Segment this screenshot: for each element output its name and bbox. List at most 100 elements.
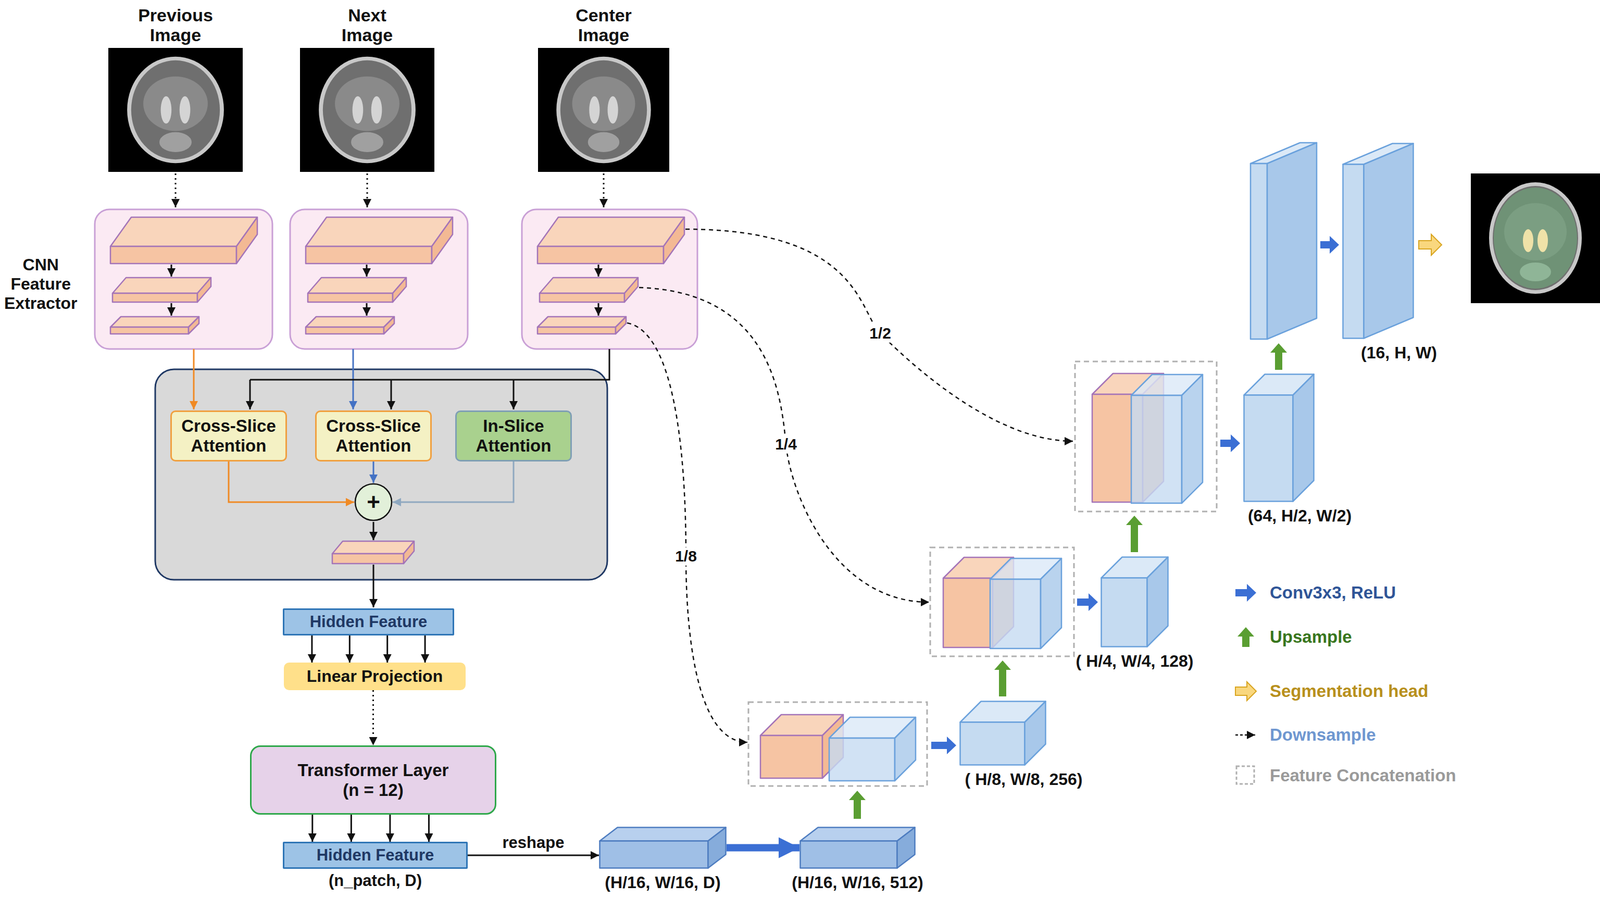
- flow-arrow: [597, 303, 600, 316]
- brain-scan: [371, 96, 383, 124]
- flow-arrow: [372, 564, 375, 608]
- output-image: [1492, 185, 1579, 291]
- feature-slab: [112, 277, 211, 303]
- dimension-label: (n_patch, D): [328, 871, 422, 891]
- sum-circle: +: [354, 482, 393, 522]
- flow-arrow: [170, 303, 173, 316]
- flow-arrow: [171, 173, 610, 608]
- attention-box: Cross-Slice Attention: [315, 410, 432, 462]
- connector-arrow: [372, 690, 374, 746]
- feature-bar: Hidden Feature: [282, 608, 455, 636]
- block-shape: [1244, 374, 1315, 502]
- flow-arrow: [193, 348, 195, 410]
- flow-arrow: [603, 173, 605, 208]
- flow-arrow: [175, 173, 177, 208]
- scale-label: 1/8: [672, 547, 699, 566]
- node-shape: [959, 700, 1047, 766]
- block-shape: [960, 701, 1046, 766]
- concat-group: [930, 547, 1074, 657]
- concat-group: [748, 361, 1217, 786]
- encoder-panel: [94, 209, 273, 349]
- node-shape: [1342, 142, 1415, 340]
- skip-connection: [627, 229, 1073, 743]
- upsampled-block: [1181, 374, 1203, 504]
- projection-box: Linear Projection: [283, 662, 466, 691]
- output-image: [1489, 182, 1582, 294]
- legend-sample: [1235, 583, 1257, 602]
- output-block: (16, H, W): [1342, 142, 1415, 340]
- group-label: CNN Feature Extractor: [4, 255, 78, 313]
- input-image: Next Image: [300, 47, 435, 172]
- block-side: [1364, 143, 1414, 339]
- block-front: [1244, 395, 1294, 502]
- feature-slab: [537, 316, 627, 334]
- flow-arrow: [372, 521, 375, 541]
- image-ground: [538, 47, 670, 172]
- dimension-label: ( H/8, W/8, 256): [965, 769, 1083, 790]
- flow-arrow: [366, 264, 368, 277]
- node-label: Hidden Feature: [316, 845, 435, 865]
- node-label: +: [366, 489, 381, 516]
- block-shape: [600, 827, 727, 869]
- node-shape: [108, 47, 243, 172]
- feature-block: ( H/4, W/4, 128): [1100, 556, 1169, 648]
- edge-label: reshape: [502, 833, 565, 853]
- dimension-label: (H/16, W/16, 512): [791, 872, 924, 893]
- flow-arrow: [249, 379, 252, 410]
- image-ground: [108, 47, 243, 172]
- brain-scan: [159, 132, 192, 153]
- block-side: [1147, 557, 1169, 647]
- block-front: [800, 841, 898, 869]
- concat-group: [748, 702, 928, 786]
- transformer-box: Transformer Layer (n = 12): [250, 745, 497, 815]
- output-image: [1470, 173, 1600, 304]
- encoder-panel: [94, 209, 698, 349]
- legend-sample: [1235, 734, 1256, 736]
- connector-arrow: [424, 635, 427, 663]
- skip-feature-block: [760, 735, 823, 779]
- brain-scan: [160, 96, 172, 124]
- conv-arrow: [1077, 593, 1098, 611]
- legend-entry: Feature Concatenation: [1269, 765, 1457, 786]
- connector-arrow: [726, 844, 800, 852]
- upsampled-block: [1131, 395, 1182, 504]
- legend-sample: [1235, 583, 1257, 784]
- brain-scan: [588, 132, 620, 153]
- brain-scan: [560, 60, 647, 160]
- output-image: [1470, 173, 1600, 304]
- feature-block: (64, H/2, W/2): [1243, 373, 1315, 503]
- brain-scan: [131, 60, 220, 160]
- node-shape: [598, 826, 727, 869]
- legend-entry: Conv3x3, ReLU: [1269, 582, 1396, 603]
- flow-arrow: [366, 303, 368, 316]
- input-image: Previous Image: [108, 47, 243, 172]
- feature-slab: [305, 316, 395, 334]
- block-top: [600, 827, 727, 842]
- brain-scan: [322, 60, 412, 160]
- feature-panel: [1250, 142, 1317, 340]
- block-front: [1101, 578, 1148, 647]
- dimension-label: (16, H, W): [1360, 343, 1437, 363]
- feature-slab: [110, 217, 258, 264]
- connector-arrow: [467, 854, 599, 857]
- feature-block: (H/16, W/16, D): [598, 826, 727, 869]
- block-side: [1293, 374, 1315, 502]
- flow-arrow: [250, 348, 610, 380]
- upsampled-block: [829, 374, 1203, 781]
- attention-panel: [155, 369, 608, 580]
- connector-arrow: [386, 635, 389, 663]
- legend-sample: [1237, 627, 1255, 647]
- feature-slab: [305, 217, 453, 264]
- block-shape: [1343, 143, 1414, 339]
- legend-entry: Upsample: [1269, 627, 1353, 647]
- node-shape: [799, 826, 916, 869]
- legend-entry: Segmentation head: [1269, 681, 1429, 702]
- brain-scan: [334, 76, 400, 132]
- legend-sample: [1235, 681, 1257, 701]
- brain-scan: [351, 132, 384, 153]
- flow-arrow: [513, 379, 515, 410]
- brain-scan: [589, 96, 600, 124]
- image-ground: [300, 47, 435, 172]
- upsample-arrow: [1126, 515, 1143, 553]
